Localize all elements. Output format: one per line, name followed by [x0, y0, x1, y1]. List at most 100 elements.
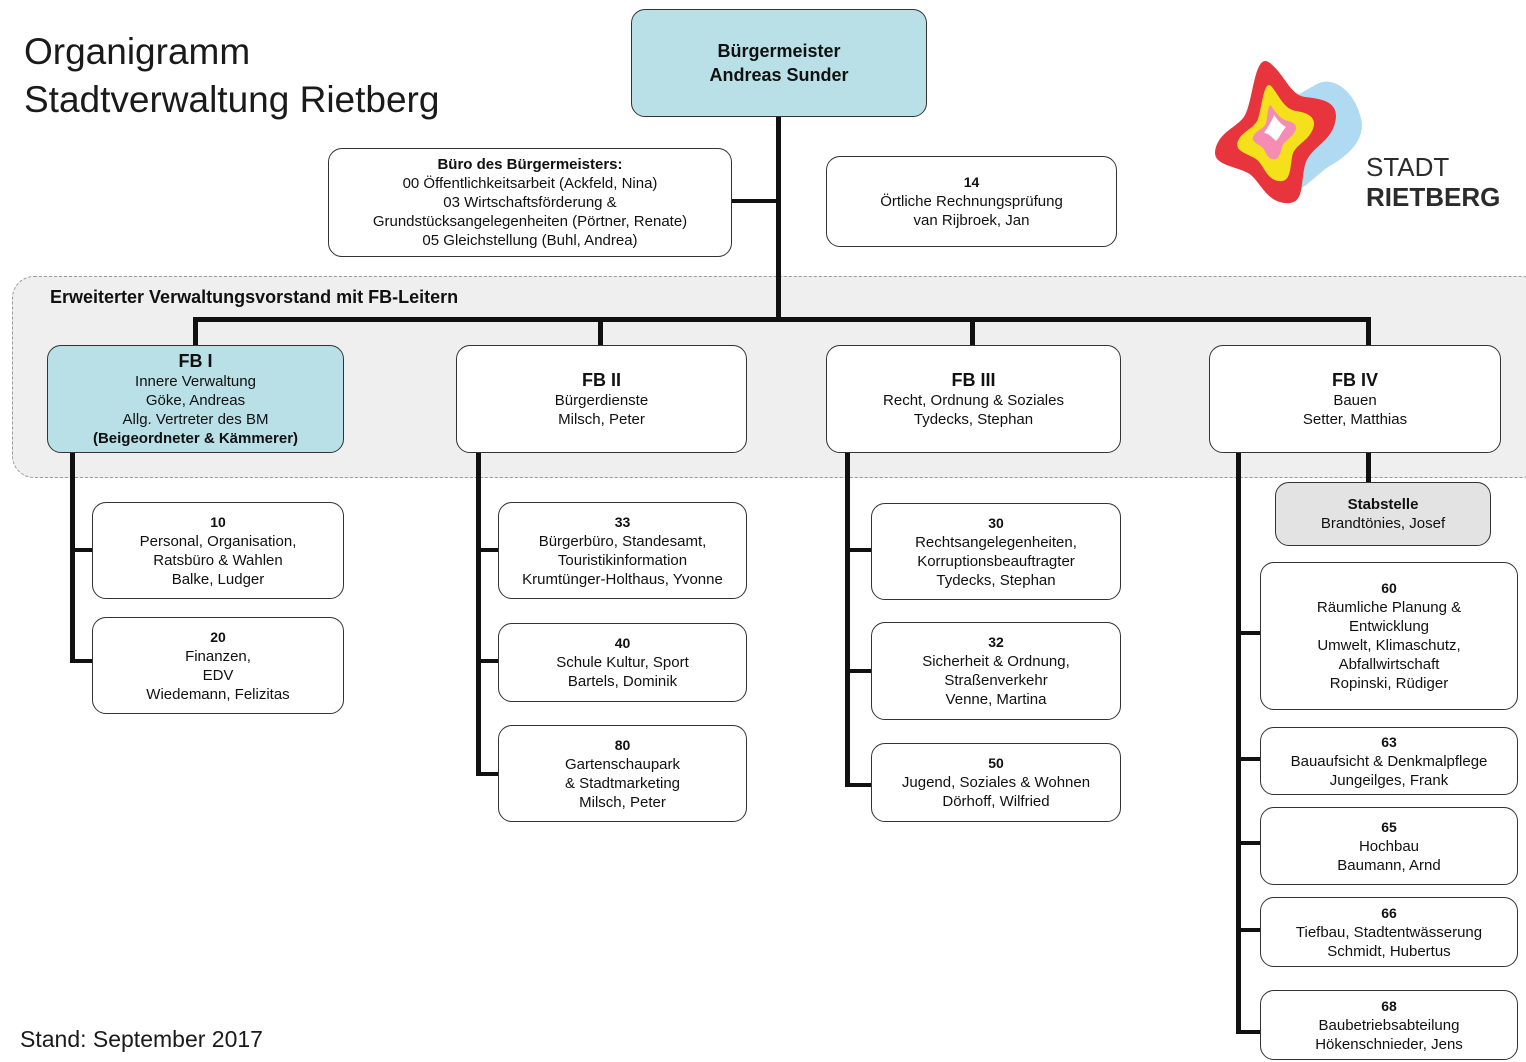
- fb1-line: Göke, Andreas: [145, 392, 246, 409]
- connector-line: [1236, 757, 1262, 761]
- connector-line: [70, 452, 75, 663]
- page-title: Organigramm Stadtverwaltung Rietberg: [24, 28, 439, 124]
- dept-code: 50: [988, 755, 1004, 771]
- dept-code: 30: [988, 514, 1004, 531]
- dept-50-box: 50 Jugend, Soziales & Wohnen Dörhoff, Wi…: [871, 743, 1121, 822]
- dept-60-box: 60 Räumliche Planung & Entwicklung Umwel…: [1260, 562, 1518, 710]
- dept-line: Räumliche Planung &: [1316, 599, 1462, 616]
- audit-line: van Rijbroek, Jan: [913, 212, 1030, 229]
- dept-32-box: 32 Sicherheit & Ordnung, Straßenverkehr …: [871, 622, 1121, 720]
- band-label: Erweiterter Verwaltungsvorstand mit FB-L…: [50, 287, 459, 307]
- fb4-head: FB IV: [1331, 370, 1378, 390]
- dept-line: Krumtünger-Holthaus, Yvonne: [522, 570, 723, 588]
- connector-line: [193, 317, 1371, 322]
- dept-line: Jungeilges, Frank: [1329, 771, 1449, 789]
- dept-code: 40: [614, 635, 631, 651]
- staff-unit-line: Brandtönies, Josef: [1320, 515, 1446, 532]
- connector-line: [476, 659, 500, 663]
- dept-line: Schule Kultur, Sport: [556, 654, 689, 671]
- fb1-head: FB I: [178, 351, 213, 371]
- dept-line: Milsch, Peter: [579, 793, 666, 811]
- fb4-line: Bauen: [1333, 392, 1377, 409]
- staff-unit-heading: Stabstelle: [1347, 496, 1419, 513]
- date-stamp: Stand: September 2017: [20, 1026, 263, 1052]
- fb3-head: FB III: [951, 370, 996, 390]
- dept-line: Finanzen,: [185, 647, 251, 665]
- dept-code: 10: [210, 513, 226, 530]
- connector-line: [970, 317, 975, 347]
- connector-line: [845, 669, 873, 673]
- dept-line: Baumann, Arnd: [1337, 856, 1441, 874]
- dept-line: Bürgerbüro, Standesamt,: [538, 532, 707, 550]
- dept-line: Ropinski, Rüdiger: [1329, 675, 1449, 692]
- dept-code: 60: [1381, 580, 1397, 596]
- mayor-office-line: 03 Wirtschaftsförderung &: [443, 194, 617, 211]
- dept-33-box: 33 Bürgerbüro, Standesamt, Touristikinfo…: [498, 502, 747, 599]
- dept-code: 66: [1381, 904, 1397, 921]
- dept-line: Korruptionsbeauftragter: [917, 552, 1075, 570]
- fb2-line: Milsch, Peter: [558, 411, 645, 428]
- dept-10-box: 10 Personal, Organisation, Ratsbüro & Wa…: [92, 502, 344, 599]
- dept-30-box: 30 Rechtsangelegenheiten, Korruptionsbea…: [871, 503, 1121, 600]
- connector-line: [476, 548, 500, 552]
- fb2-head: FB II: [582, 370, 621, 390]
- fb1-box: FB I Innere Verwaltung Göke, Andreas All…: [47, 345, 344, 453]
- dept-line: Baubetriebsabteilung: [1318, 1016, 1460, 1034]
- connector-line: [476, 772, 500, 776]
- dept-code: 32: [988, 634, 1004, 650]
- dept-line: Bauaufsicht & Denkmalpflege: [1290, 752, 1488, 770]
- dept-line: Sicherheit & Ordnung,: [922, 653, 1070, 670]
- logo-line-1: STADT: [1366, 152, 1450, 182]
- dept-code: 63: [1381, 733, 1397, 750]
- mayor-name: Andreas Sunder: [709, 65, 849, 85]
- connector-line: [598, 317, 603, 347]
- connector-line: [1366, 452, 1371, 484]
- connector-line: [70, 659, 94, 663]
- connector-line: [730, 199, 778, 203]
- dept-line: Balke, Ludger: [171, 570, 265, 588]
- mayor-office-heading: Büro des Bürgermeisters:: [437, 156, 623, 173]
- connector-line: [193, 317, 198, 347]
- fb1-line: (Beigeordneter & Kämmerer): [92, 430, 299, 447]
- dept-line: Tydecks, Stephan: [936, 571, 1056, 589]
- dept-code: 68: [1381, 997, 1397, 1014]
- dept-line: Umwelt, Klimaschutz,: [1317, 637, 1461, 654]
- mayor-office-box: Büro des Bürgermeisters: 00 Öffentlichke…: [328, 148, 732, 257]
- dept-code: 33: [614, 513, 631, 530]
- dept-line: Hökenschnieder, Jens: [1315, 1035, 1463, 1053]
- connector-line: [776, 116, 781, 321]
- dept-63-box: 63 Bauaufsicht & Denkmalpflege Jungeilge…: [1260, 727, 1518, 795]
- mayor-office-line: Grundstücksangelegenheiten (Pörtner, Ren…: [372, 213, 688, 230]
- title-line-2: Stadtverwaltung Rietberg: [24, 79, 440, 120]
- logo-wordmark: STADT RIETBERG: [1366, 152, 1500, 212]
- fb4-line: Setter, Matthias: [1302, 411, 1408, 428]
- connector-line: [1236, 452, 1241, 1034]
- connector-line: [1236, 841, 1262, 845]
- dept-line: Wiedemann, Felizitas: [146, 685, 290, 703]
- mayor-office-line: 05 Gleichstellung (Buhl, Andrea): [422, 232, 638, 249]
- dept-line: Gartenschaupark: [564, 755, 681, 773]
- dept-line: Jugend, Soziales & Wohnen: [901, 774, 1091, 791]
- dept-line: Straßenverkehr: [944, 672, 1048, 689]
- dept-line: Touristikinformation: [557, 551, 688, 569]
- audit-line: Örtliche Rechnungsprüfung: [880, 193, 1063, 210]
- connector-line: [845, 783, 873, 787]
- fb2-box: FB II Bürgerdienste Milsch, Peter: [456, 345, 747, 453]
- audit-box: 14 Örtliche Rechnungsprüfung van Rijbroe…: [826, 156, 1117, 247]
- dept-66-box: 66 Tiefbau, Stadtentwässerung Schmidt, H…: [1260, 897, 1518, 967]
- title-line-1: Organigramm: [24, 31, 251, 72]
- staff-unit-box: Stabstelle Brandtönies, Josef: [1275, 482, 1491, 546]
- dept-code: 80: [614, 736, 631, 753]
- fb1-line: Innere Verwaltung: [135, 373, 256, 390]
- stadt-rietberg-logo-icon: [1214, 60, 1362, 204]
- audit-code: 14: [963, 174, 980, 190]
- mayor-box: Bürgermeister Andreas Sunder: [631, 9, 927, 117]
- connector-line: [845, 548, 873, 552]
- connector-line: [1236, 928, 1262, 932]
- dept-80-box: 80 Gartenschaupark & Stadtmarketing Mils…: [498, 725, 747, 822]
- connector-line: [1236, 1030, 1262, 1034]
- fb3-line: Recht, Ordnung & Soziales: [883, 392, 1064, 409]
- fb3-line: Tydecks, Stephan: [913, 411, 1034, 428]
- dept-line: Abfallwirtschaft: [1338, 656, 1440, 673]
- fb2-line: Bürgerdienste: [554, 392, 649, 409]
